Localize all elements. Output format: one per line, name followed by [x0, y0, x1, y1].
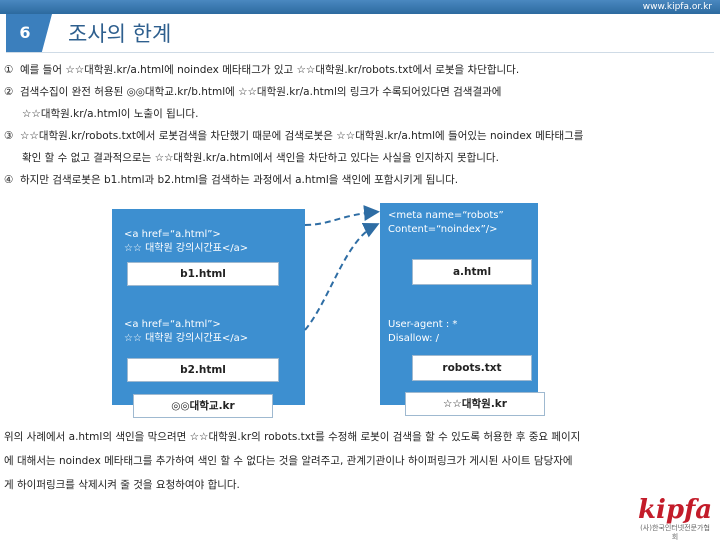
file-box-robots: robots.txt [412, 355, 532, 381]
step-text: 하지만 검색로봇은 b1.html과 b2.html을 검색하는 과정에서 a.… [20, 174, 459, 186]
link-code-2: <a href=“a.html”> ☆☆ 대학원 강의시간표</a> [124, 318, 248, 346]
link-code-line: ☆☆ 대학원 강의시간표</a> [124, 333, 249, 344]
step-text-continued: 확인 할 수 없고 결과적으로는 ☆☆대학원.kr/a.html에서 색인을 차… [22, 152, 499, 164]
step-marker: ③ [4, 130, 14, 142]
step-marker: ④ [4, 174, 14, 186]
title-divider [6, 52, 714, 53]
step-text: 예를 들어 ☆☆대학원.kr/a.html에 noindex 메타태그가 있고 … [20, 64, 520, 76]
summary-paragraph: 위의 사례에서 a.html의 색인을 막으려면 ☆☆대학원.kr의 robot… [4, 430, 716, 502]
kipfa-logo: kipfa (사)한국인터넷전문가협회 [638, 495, 713, 541]
logo-wordmark: kipfa [638, 495, 713, 525]
site-box-left: ◎◎대학교.kr [133, 394, 273, 418]
arrow-b1-to-a [304, 205, 380, 226]
site-box-right: ☆☆대학원.kr [405, 392, 545, 416]
summary-line: 위의 사례에서 a.html의 색인을 막으려면 ☆☆대학원.kr의 robot… [4, 431, 581, 443]
site-url: www.kipfa.or.kr [642, 2, 712, 12]
robots-rules: User-agent : * Disallow: / [388, 318, 457, 346]
robots-rule-line: User-agent : * [388, 319, 458, 330]
file-box-a: a.html [412, 259, 532, 285]
logo-subtitle: (사)한국인터넷전문가협회 [640, 524, 710, 541]
arrow-b2-to-a [304, 223, 380, 331]
step-marker: ① [4, 64, 14, 76]
step-text-continued: ☆☆대학원.kr/a.html이 노출이 됩니다. [22, 108, 199, 120]
summary-line: 게 하이퍼링크를 삭제시켜 줄 것을 요청하여야 합니다. [4, 479, 240, 491]
robots-rule-line: Disallow: / [388, 333, 440, 344]
slide-number: 6 [19, 23, 31, 42]
summary-line: 에 대해서는 noindex 메타태그를 추가하여 색인 할 수 없다는 것을 … [4, 455, 573, 467]
step-item: ② 검색수집이 완전 허용된 ◎◎대학교.kr/b.html에 ☆☆대학원.kr/… [4, 85, 716, 122]
header-bar [0, 0, 720, 14]
link-code-1: <a href=“a.html”> ☆☆ 대학원 강의시간표</a> [124, 228, 248, 256]
step-marker: ② [4, 86, 14, 98]
step-item: ① 예를 들어 ☆☆대학원.kr/a.html에 noindex 메타태그가 있고… [4, 63, 716, 78]
link-code-line: <a href=“a.html”> [124, 229, 221, 240]
meta-tag-code: <meta name=“robots” Content=“noindex”/> [388, 209, 504, 237]
link-code-line: ☆☆ 대학원 강의시간표</a> [124, 243, 249, 254]
step-list: ① 예를 들어 ☆☆대학원.kr/a.html에 noindex 메타태그가 있고… [4, 63, 716, 195]
step-item: ③ ☆☆대학원.kr/robots.txt에서 로봇검색을 차단했기 때문에 검색… [4, 129, 716, 166]
step-item: ④ 하지만 검색로봇은 b1.html과 b2.html을 검색하는 과정에서 a… [4, 173, 716, 188]
file-box-b1: b1.html [127, 262, 279, 286]
file-box-b2: b2.html [127, 358, 279, 382]
page-title: 조사의 한계 [68, 22, 172, 46]
step-text: ☆☆대학원.kr/robots.txt에서 로봇검색을 차단했기 때문에 검색로… [20, 130, 584, 142]
meta-code-line: <meta name=“robots” [388, 210, 504, 221]
step-text: 검색수집이 완전 허용된 ◎◎대학교.kr/b.html에 ☆☆대학원.kr/a… [20, 86, 502, 98]
link-code-line: <a href=“a.html”> [124, 319, 221, 330]
meta-code-line: Content=“noindex”/> [388, 224, 498, 235]
